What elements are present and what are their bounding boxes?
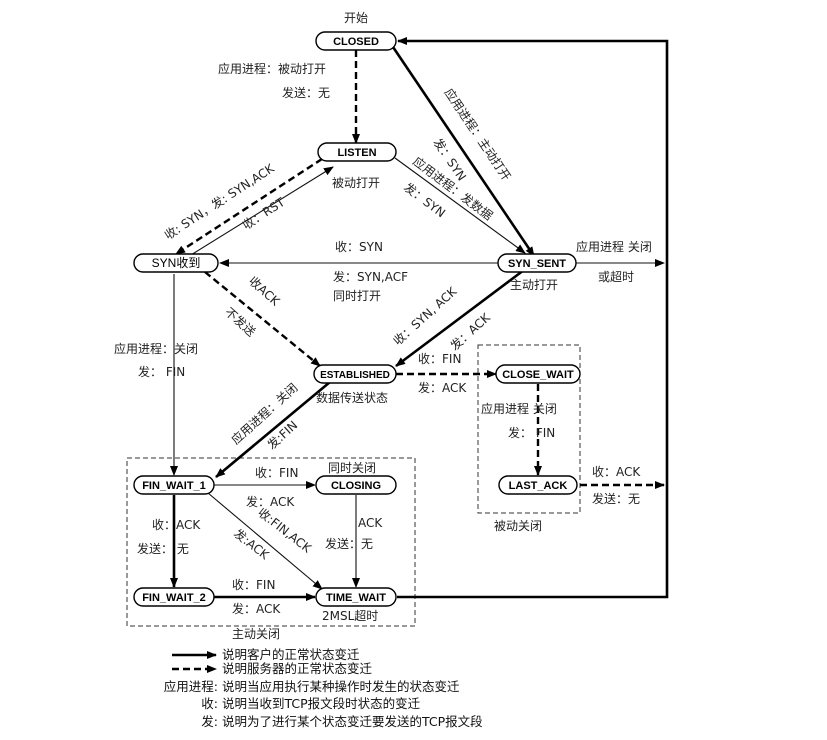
label-active-open: 主动打开 <box>510 278 558 292</box>
legend-app-key: 应用进程: <box>164 679 218 694</box>
edge-listen-synsent <box>394 157 526 254</box>
label-fw2-recv-fin: 收：FIN <box>232 578 275 592</box>
label-start: 开始 <box>344 11 368 25</box>
label-est-recv-fin: 收：FIN <box>418 352 461 366</box>
label-msl-timeout: 2MSL超时 <box>322 608 378 623</box>
label-recv-synack: 收：SYN, ACK <box>391 284 461 349</box>
label-closing-ack: ACK <box>358 516 383 530</box>
state-closed-label: CLOSED <box>333 36 379 48</box>
state-closed: CLOSED <box>315 31 397 51</box>
edge-synsent-established <box>395 268 525 368</box>
label-fw1-diag-send: 发:ACK <box>231 526 273 563</box>
label-close-or-timeout: 或超时 <box>598 269 634 284</box>
label-syn-recv-syn: 收：SYN <box>335 240 383 254</box>
state-established-label: ESTABLISHED <box>320 370 390 381</box>
label-no-send: 不发送 <box>222 304 259 339</box>
edge-listen-synrcvd <box>175 157 323 256</box>
label-passive-open-send: 发送：无 <box>282 85 330 100</box>
state-closing: CLOSING <box>315 475 397 495</box>
label-passive-open-app: 应用进程：被动打开 <box>218 61 326 76</box>
state-close-wait: CLOSE_WAIT <box>495 364 581 384</box>
label-est-send-ack: 发：ACK <box>418 380 467 395</box>
label-data-transfer: 数据传送状态 <box>316 390 388 405</box>
state-syn-sent-label: SYN_SENT <box>508 258 566 270</box>
label-simultaneous-open: 同时打开 <box>333 289 381 303</box>
legend: 说明客户的正常状态变迁 说明服务器的正常状态变迁 应用进程: 说明当应用执行某种… <box>164 647 483 729</box>
label-simultaneous-close: 同时关闭 <box>328 461 376 475</box>
label-active-close: 主动关闭 <box>232 627 280 641</box>
label-close-or-timeout-app: 应用进程 关闭 <box>576 239 652 254</box>
label-fw2-send-ack: 发：ACK <box>232 601 281 616</box>
state-listen: LISTEN <box>317 142 397 162</box>
edge-timewait-closed <box>397 37 669 599</box>
label-passive-open: 被动打开 <box>332 176 380 190</box>
state-closing-label: CLOSING <box>331 480 381 492</box>
label-la-recv-ack: 收：ACK <box>592 465 641 479</box>
label-app-close-left: 应用进程：关闭 <box>114 341 198 356</box>
label-closing-send-none: 发送：无 <box>325 536 373 551</box>
state-syn-sent: SYN_SENT <box>497 253 577 273</box>
label-passive-close: 被动关闭 <box>494 519 542 533</box>
state-last-ack-label: LAST_ACK <box>509 480 568 492</box>
label-fw1-recv-ack: 收：ACK <box>152 518 201 532</box>
state-established: ESTABLISHED <box>313 364 397 384</box>
label-syn-send-synack: 发：SYN,ACF <box>333 269 408 284</box>
state-fin-wait-2: FIN_WAIT_2 <box>133 587 215 607</box>
edge-closed-synsent <box>391 46 536 257</box>
state-syn-rcvd-label: SYN收到 <box>152 256 201 270</box>
label-fw1-send-ack: 发：ACK <box>246 494 295 509</box>
label-cw-send-fin: 发： FIN <box>508 425 555 440</box>
edge-synrcvd-listen <box>185 166 334 259</box>
legend-client-text: 说明客户的正常状态变迁 <box>222 647 360 662</box>
label-recv-ack: 收ACK <box>246 274 283 309</box>
legend-app-text: 说明当应用执行某种操作时发生的状态变迁 <box>222 679 460 694</box>
state-time-wait: TIME_WAIT <box>315 587 397 607</box>
legend-recv-text: 说明当收到TCP报文段时状态的变迁 <box>222 696 421 711</box>
legend-recv-key: 收: <box>201 696 218 711</box>
passive-close-box <box>477 344 581 514</box>
state-time-wait-label: TIME_WAIT <box>326 592 386 604</box>
state-last-ack: LAST_ACK <box>498 475 578 495</box>
legend-server-text: 说明服务器的正常状态变迁 <box>222 661 373 676</box>
edge-finwait1-timewait <box>207 492 323 590</box>
label-recv-rst: 收：RST <box>240 195 288 233</box>
state-fin-wait-2-label: FIN_WAIT_2 <box>142 592 206 604</box>
edge-established-finwait1 <box>215 381 331 478</box>
state-listen-label: LISTEN <box>337 147 376 159</box>
label-fw1-send-none: 发送： 无 <box>137 541 189 556</box>
label-cw-app-close: 应用进程 关闭 <box>481 401 557 416</box>
state-fin-wait-1-label: FIN_WAIT_1 <box>142 480 206 492</box>
state-fin-wait-1: FIN_WAIT_1 <box>133 475 215 495</box>
label-listen-recv-syn: 收: SYN，发: SYN,ACK <box>161 160 277 243</box>
edge-synrcvd-established <box>204 271 321 367</box>
label-fw1-recv-fin: 收：FIN <box>255 466 298 480</box>
active-close-box <box>126 457 416 627</box>
state-syn-rcvd: SYN收到 <box>133 253 219 273</box>
label-send-fin-left: 发： FIN <box>138 364 185 379</box>
legend-send-text: 说明为了进行某个状态变迁要发送的TCP报文段 <box>222 714 483 729</box>
legend-send-key: 发: <box>201 714 218 729</box>
state-close-wait-label: CLOSE_WAIT <box>502 369 574 381</box>
label-send-ack: 发：ACK <box>447 309 494 353</box>
label-la-send-none: 发送：无 <box>592 491 640 506</box>
